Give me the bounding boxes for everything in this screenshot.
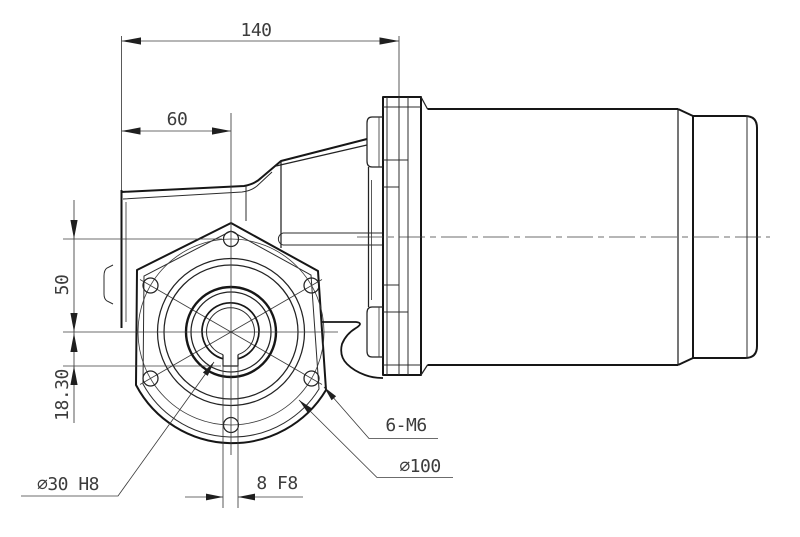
bolt-hole-lower-right xyxy=(303,370,320,387)
adapter-cone-inner-edge xyxy=(275,144,368,167)
label-bore: ⌀30 H8 xyxy=(21,361,215,497)
dim-text-50: 50 xyxy=(52,275,73,296)
housing-top-inner-edge xyxy=(122,171,273,200)
motor-taper-bottom xyxy=(677,357,694,366)
end-cap-outline xyxy=(692,115,758,359)
leader-line xyxy=(298,399,453,478)
bolt-hole-upper-left xyxy=(142,277,159,294)
dim-vertical-stack: 50 18.30 xyxy=(52,200,222,423)
motor-flange-chamfer-top xyxy=(420,96,429,110)
dim-text-18-30: 18.30 xyxy=(52,369,73,421)
dim-text-140: 140 xyxy=(240,20,271,41)
leader-arrow xyxy=(299,400,312,413)
arrow-50-bottom xyxy=(70,313,78,332)
housing-bottom-junction xyxy=(321,321,384,379)
flange-outline-inner xyxy=(142,230,320,438)
motor-taper-top xyxy=(677,108,694,117)
dim-face-to-axis: 60 xyxy=(121,109,231,135)
arrow-right xyxy=(379,37,399,45)
arrow-left xyxy=(121,127,141,135)
bolt-hole-upper-right xyxy=(303,277,320,294)
bore-circle xyxy=(201,302,260,360)
bolt-hole-lower-left xyxy=(142,370,159,387)
leader-arrow xyxy=(202,362,214,376)
dim-text-8f8: 8 F8 xyxy=(256,473,297,494)
arrow-1830-bottom xyxy=(70,366,78,385)
gearbox-housing xyxy=(103,138,368,328)
motor-flange-ear-bottom xyxy=(366,306,383,358)
leader-line xyxy=(323,386,438,439)
centerlines xyxy=(63,113,770,455)
dim-text-60: 60 xyxy=(167,109,188,130)
leader-arrow xyxy=(324,387,337,401)
arrow-left xyxy=(206,493,223,501)
motor-flange-ear-top xyxy=(366,116,383,168)
dim-keyway-width: 8 F8 xyxy=(185,359,303,508)
housing-top-edge xyxy=(121,138,368,193)
dim-overall-length: 140 xyxy=(121,20,400,190)
arrow-50-top xyxy=(70,220,78,239)
arrow-1830-top xyxy=(70,333,78,352)
motor-flange xyxy=(366,96,429,376)
motor-body xyxy=(427,108,694,366)
housing-rear-lip xyxy=(103,264,114,305)
arrow-right xyxy=(212,127,231,135)
leader-line xyxy=(21,361,215,497)
arrow-right xyxy=(238,493,255,501)
motor-flange-block xyxy=(382,96,422,376)
label-text-bore: ⌀30 H8 xyxy=(37,474,99,495)
label-text-d100: ⌀100 xyxy=(399,456,440,477)
label-mounting-holes: 6-M6 xyxy=(323,386,438,439)
label-bolt-circle: ⌀100 xyxy=(298,399,453,478)
worm-shaft-end xyxy=(277,232,284,246)
motor-adapter xyxy=(275,144,384,379)
bore-chamfer-circle xyxy=(206,307,255,356)
label-text-6m6: 6-M6 xyxy=(385,415,426,436)
arrow-left xyxy=(121,37,141,45)
motor-flange-chamfer-bottom xyxy=(420,364,429,376)
